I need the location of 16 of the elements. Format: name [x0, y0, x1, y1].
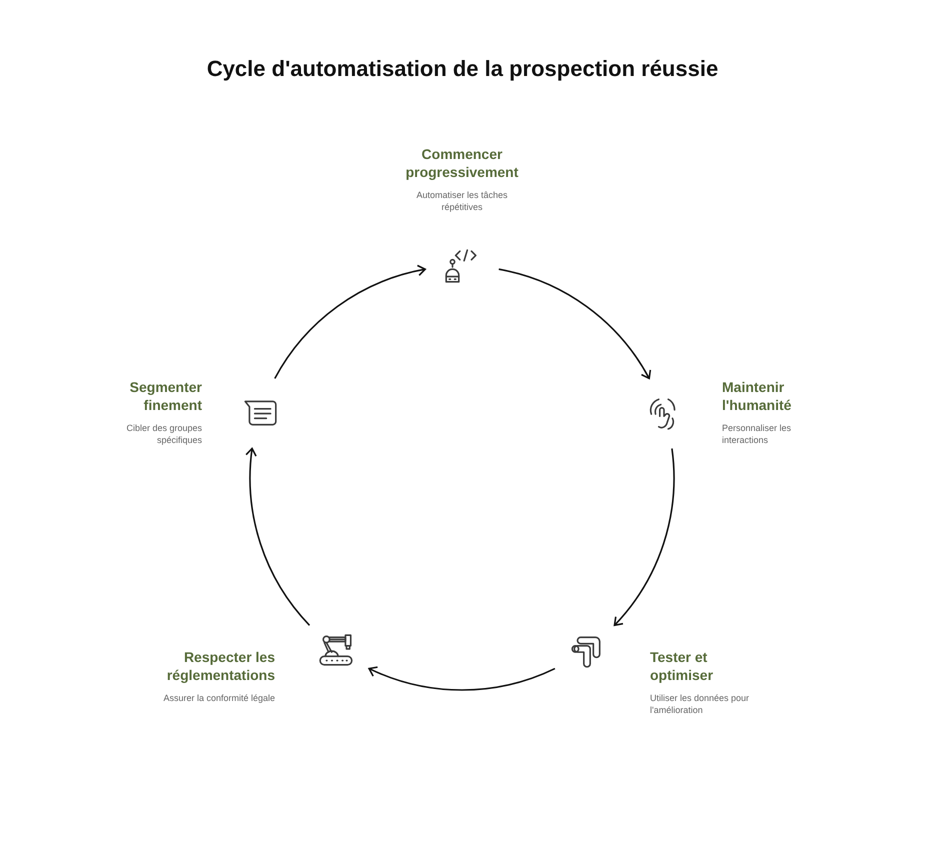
- step-title: Maintenir l'humanité: [722, 378, 792, 414]
- step-title: Respecter les réglementations: [166, 648, 275, 684]
- cycle-arrow: [368, 666, 556, 690]
- step-title: Segmenter finement: [128, 378, 202, 414]
- cycle-arrow: [246, 448, 310, 626]
- step-title: Commencer progressivement: [404, 145, 520, 181]
- diagram-title: Cycle d'automatisation de la prospection réussie: [206, 56, 718, 81]
- cycle-arrow: [498, 268, 651, 380]
- step-title: Tester et optimiser: [650, 648, 714, 684]
- step-description: Utiliser les données pour l'amélioration: [650, 692, 750, 716]
- step-description: Personnaliser les interactions: [722, 422, 792, 446]
- step-description: Assurer la conformité légale: [163, 692, 275, 704]
- cycle-arrow: [274, 265, 426, 379]
- step-description: Automatiser les tâches répétitives: [415, 189, 509, 213]
- step-description: Cibler des groupes spécifiques: [125, 422, 202, 446]
- cycle-arrow: [614, 448, 675, 626]
